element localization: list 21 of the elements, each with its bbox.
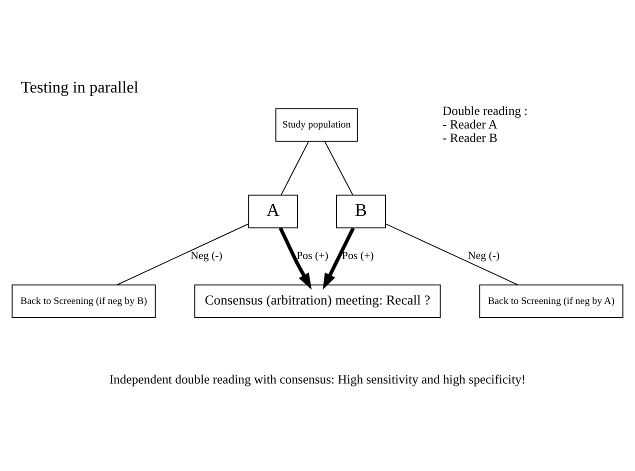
node-box: Study population [275, 108, 358, 142]
node-box: B [336, 194, 386, 228]
connector [324, 140, 354, 196]
edge-label: Neg (-) [468, 250, 500, 262]
edge-label: Pos (+) [296, 250, 328, 262]
edge-label: Neg (-) [190, 250, 222, 262]
label: - Reader B [442, 130, 498, 144]
node-box: Back to Screening (if neg by B) [12, 284, 156, 318]
arrow [322, 226, 355, 290]
connector [385, 222, 518, 285]
label: - Reader A [442, 116, 498, 131]
connector [280, 140, 310, 196]
connector [116, 222, 249, 285]
node-box: A [248, 194, 298, 228]
label: Double reading : [442, 103, 528, 118]
node-box: Back to Screening (if neg by A) [479, 284, 624, 318]
edge-label: Pos (+) [342, 250, 374, 262]
diagram-title: Testing in parallel [20, 76, 138, 96]
arrow [278, 226, 312, 290]
caption: Independent double reading with consensus: High sensitivity and high specificity! [109, 372, 526, 386]
node-box: Consensus (arbitration) meeting: Recall ? [194, 284, 441, 318]
